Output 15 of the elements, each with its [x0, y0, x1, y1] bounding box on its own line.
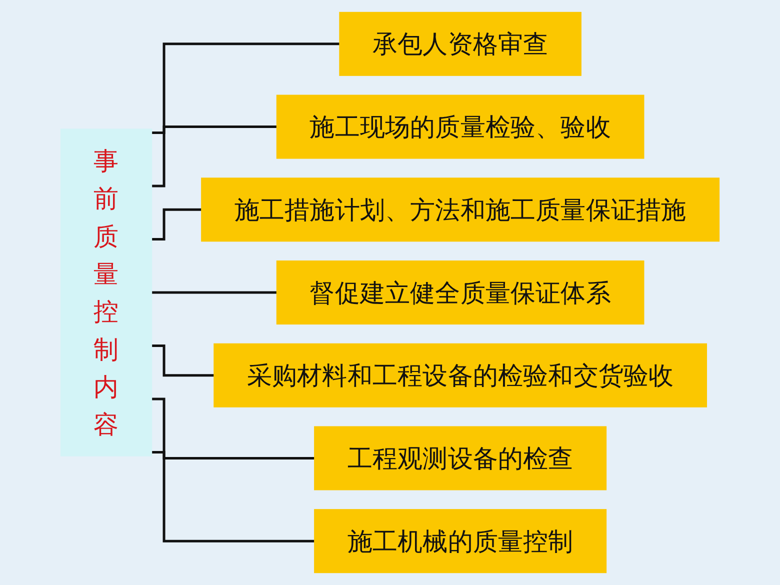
connector — [151, 398, 315, 460]
connector — [151, 344, 214, 377]
node-box: 施工措施计划、方法和施工质量保证措施 — [201, 178, 720, 242]
node-box: 承包人资格审查 — [339, 12, 582, 76]
node-box: 施工机械的质量控制 — [314, 509, 607, 574]
node-box: 采购材料和工程设备的检验和交货验收 — [214, 343, 707, 408]
connector — [151, 208, 202, 240]
connector — [151, 42, 340, 134]
connector — [151, 451, 315, 542]
node-box: 督促建立健全质量保证体系 — [276, 260, 644, 325]
connector — [151, 291, 277, 294]
connector — [151, 126, 277, 188]
node-box: 工程观测设备的检查 — [314, 426, 607, 490]
node-box: 事前质量控制内容 — [60, 128, 152, 456]
node-box: 施工现场的质量检验、验收 — [276, 94, 644, 159]
